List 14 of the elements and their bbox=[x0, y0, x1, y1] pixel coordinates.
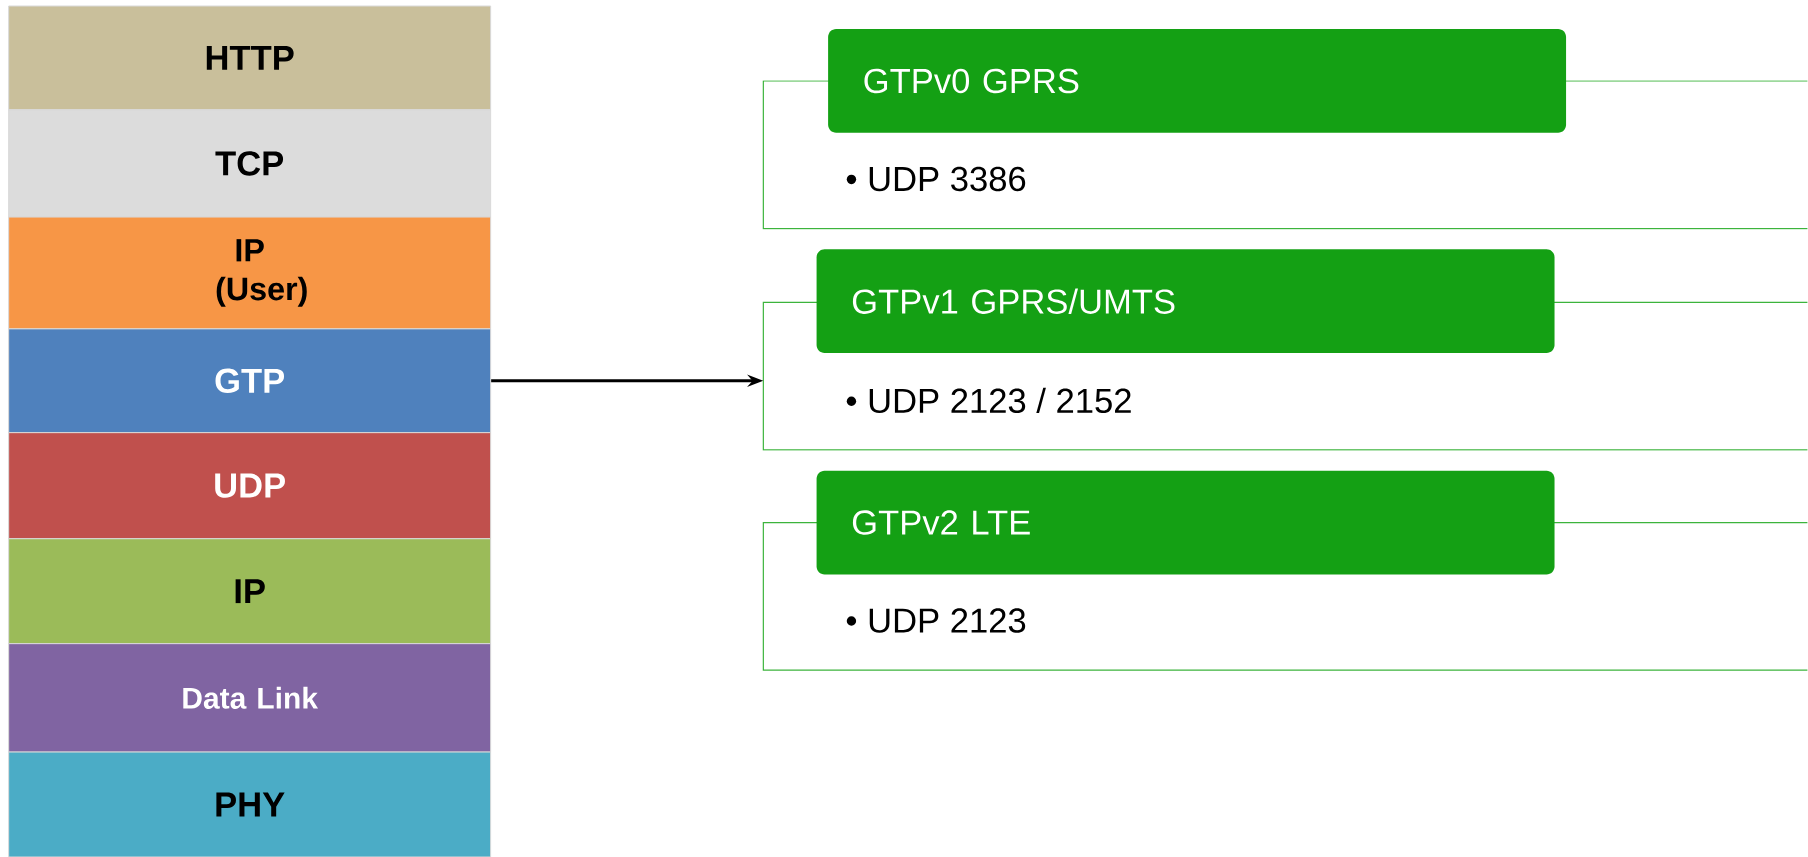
protocol-layer: IP (User) bbox=[8, 216, 492, 330]
port-text: • UDP 2123 / 2152 bbox=[846, 387, 1131, 414]
protocol-layer: PHY bbox=[8, 751, 492, 857]
protocol-layer: GTP bbox=[8, 328, 492, 434]
protocol-layer: Data Link bbox=[8, 643, 492, 753]
port-text: • UDP 3386 bbox=[846, 166, 1026, 192]
protocol-layer: TCP bbox=[8, 109, 492, 218]
version-header: GTPv2 LTE bbox=[816, 470, 1555, 575]
protocol-layer: IP bbox=[8, 538, 492, 645]
version-header: GTPv1 GPRS/UMTS bbox=[816, 249, 1555, 354]
protocol-layer: HTTP bbox=[8, 5, 492, 111]
protocol-layer: UDP bbox=[8, 432, 492, 540]
port-text: • UDP 2123 bbox=[846, 608, 1026, 633]
version-header: GTPv0 GPRS bbox=[828, 29, 1567, 133]
